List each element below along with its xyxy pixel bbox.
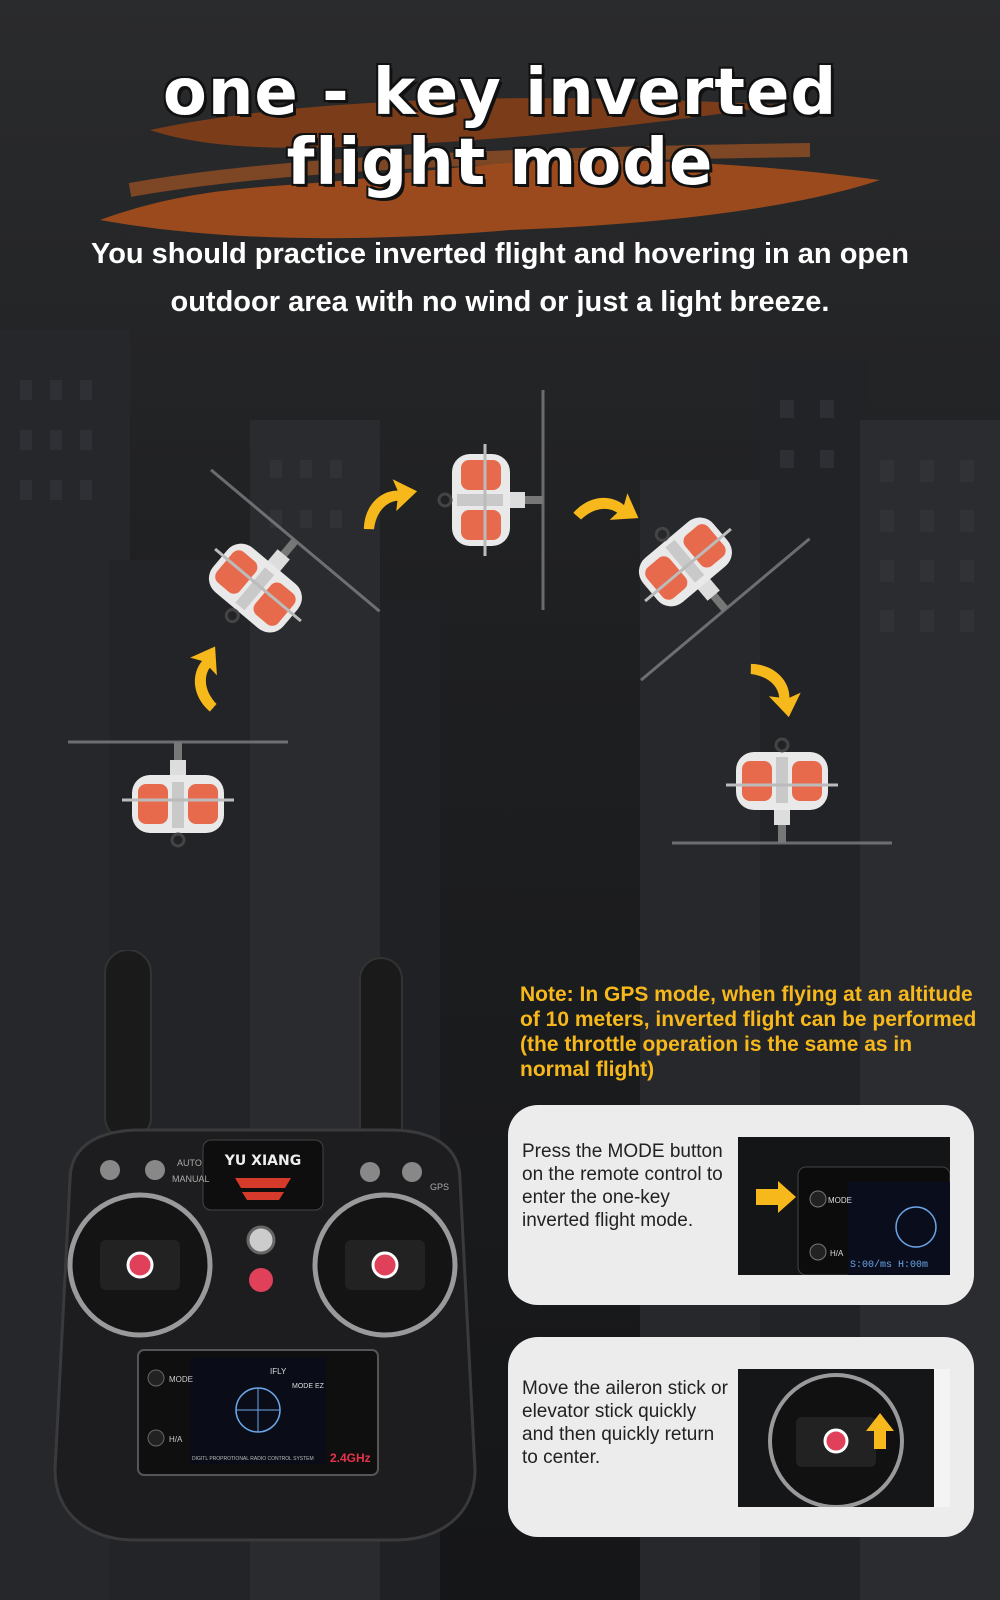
curved-arrow-icon (748, 656, 805, 723)
screen-logo: IFLY (270, 1367, 287, 1376)
page-title: one - key inverted flight mode (0, 58, 1000, 198)
step-text: Press the MODE button on the remote cont… (522, 1141, 723, 1231)
title-line-1: one - key inverted (162, 56, 838, 130)
subtitle: You should practice inverted flight and … (20, 230, 980, 326)
frequency-label: 2.4GHz (330, 1451, 371, 1465)
helicopter-icon (66, 740, 290, 848)
screen-mode: MODE EZ (292, 1383, 325, 1390)
step-card-stick: Move the aileron stick or elevator stick… (508, 1337, 974, 1537)
mode-button[interactable] (147, 1369, 165, 1387)
up-arrow-icon (866, 1413, 894, 1449)
curved-arrow-icon (171, 638, 242, 713)
gps-note: Note: In GPS mode, when flying at an alt… (520, 983, 977, 1081)
right-stick[interactable] (312, 1192, 458, 1338)
helicopter-icon (142, 468, 382, 693)
subtitle-line-1: You should practice inverted flight and … (91, 238, 909, 270)
switch-auto-label: AUTO (177, 1158, 202, 1168)
switch-gps-label: GPS (430, 1182, 449, 1192)
photo-mode-label: MODE (828, 1196, 852, 1205)
center-button[interactable] (246, 1225, 276, 1255)
subtitle-line-2: outdoor area with no wind or just a ligh… (170, 286, 830, 318)
step-card-mode: Press the MODE button on the remote cont… (508, 1105, 974, 1305)
flight-sequence (66, 388, 894, 848)
brush-stroke (100, 98, 880, 239)
right-arrow-icon (756, 1181, 796, 1213)
photo-ha-label: H/A (830, 1249, 844, 1258)
stick-photo (738, 1369, 950, 1507)
step-text: Move the aileron stick or elevator stick… (522, 1378, 728, 1468)
switch-manual-label: MANUAL (172, 1174, 210, 1184)
photo-readout: S:00/ms H:00m (850, 1259, 928, 1271)
curved-arrow-icon (356, 475, 423, 532)
ha-button[interactable] (147, 1429, 165, 1447)
remote-brand: YU XIANG (224, 1153, 301, 1169)
mode-label: MODE (169, 1375, 193, 1384)
screen-footer: DIGITL PROPROTIONAL RADIO CONTROL SYSTEM (192, 1456, 314, 1462)
helicopter-icon (670, 737, 894, 845)
remote-controller: YU XIANG AUTO MANUAL GPS MODE H/A IFLY M… (53, 950, 477, 1542)
curved-arrow-icon (572, 474, 647, 545)
ha-label: H/A (169, 1435, 183, 1444)
red-button[interactable] (249, 1268, 273, 1292)
mode-button-photo: MODE H/A S:00/ms H:00m (738, 1137, 950, 1275)
title-line-2: flight mode (286, 126, 714, 200)
helicopter-icon (437, 388, 545, 612)
left-stick[interactable] (67, 1192, 213, 1338)
helicopter-icon (572, 457, 812, 682)
